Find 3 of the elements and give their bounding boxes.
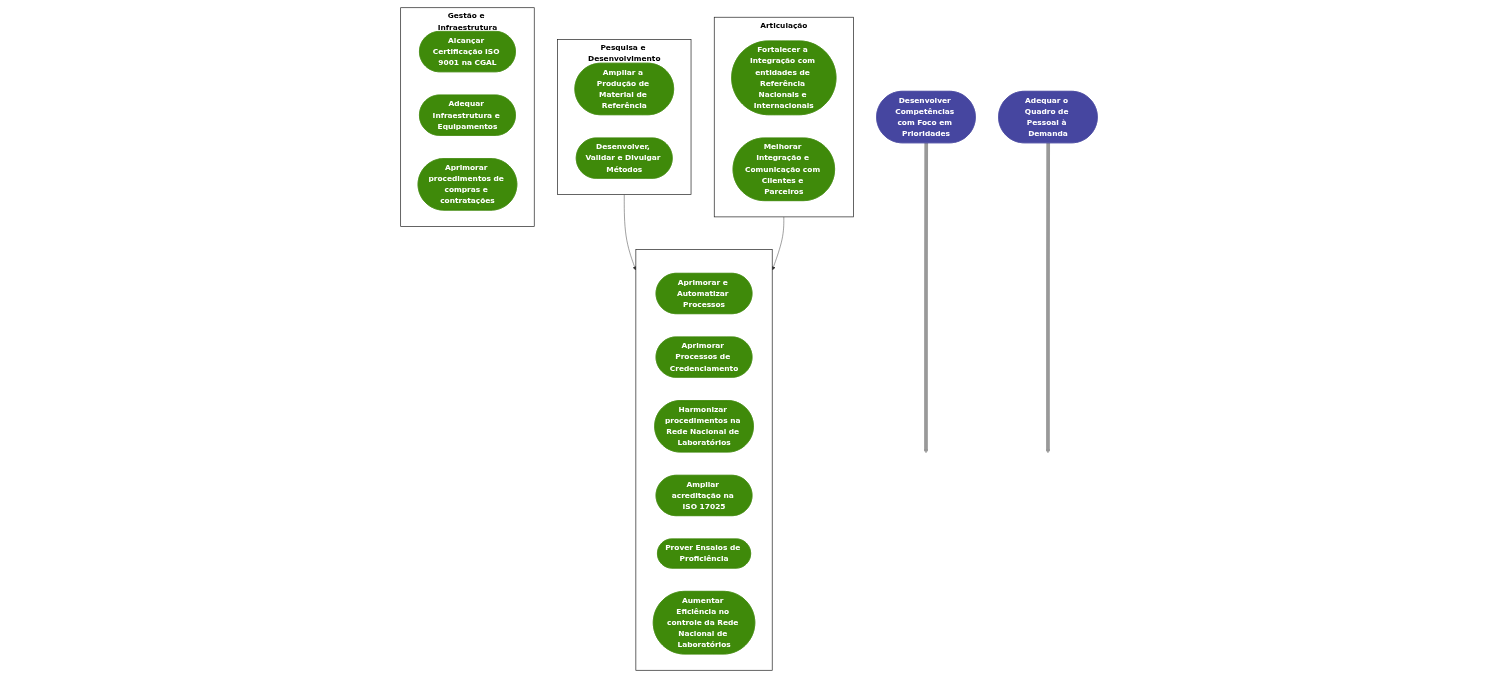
cluster xyxy=(635,249,773,671)
arrow xyxy=(1045,143,1050,454)
arrow xyxy=(923,143,928,454)
